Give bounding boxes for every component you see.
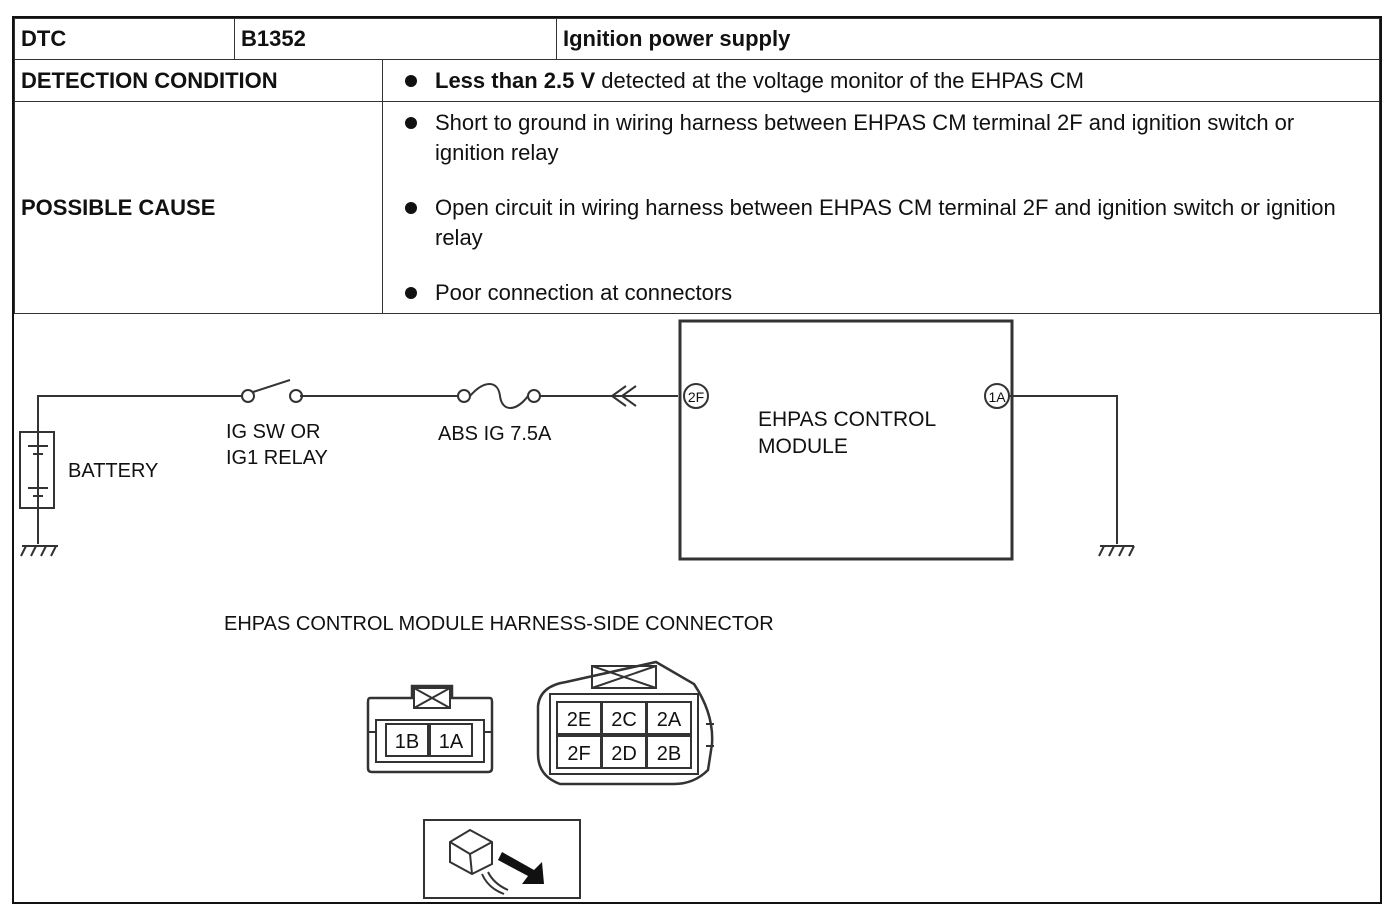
connector-2-body [549, 693, 699, 775]
switch-label-line2: IG1 RELAY [226, 447, 328, 469]
module-label-line2: MODULE [758, 435, 848, 458]
detection-row: DETECTION CONDITION Less than 2.5 V dete… [14, 59, 1380, 102]
cause-label: POSSIBLE CAUSE [14, 101, 383, 314]
conn1-pin-1b: 1B [395, 731, 419, 753]
ehpas-module-box [678, 319, 1014, 561]
detection-text: detected at the voltage monitor of the E… [595, 67, 1084, 93]
connector-chevron [610, 385, 627, 407]
connector-2-latch [591, 665, 657, 689]
conn2-pin-2b: 2B [657, 743, 681, 765]
dtc-description: Ignition power supply [556, 18, 1380, 60]
fuse-terminal [527, 389, 541, 403]
detection-label: DETECTION CONDITION [14, 59, 383, 102]
dtc-row: DTC B1352 Ignition power supply [14, 18, 1380, 60]
switch-contact [241, 389, 255, 403]
connector-chevron [620, 385, 637, 407]
cause-cell: Short to ground in wiring harness betwee… [382, 101, 1380, 314]
conn2-pin-2a: 2A [657, 709, 682, 731]
conn2-pin-2e: 2E [567, 709, 591, 731]
dtc-code: B1352 [234, 18, 557, 60]
fuse-terminal [457, 389, 471, 403]
detection-bold: Less than 2.5 V [435, 67, 596, 93]
connector-2-pin-cell [646, 701, 692, 735]
connector-1-latch [413, 687, 451, 709]
battery-label: BATTERY [68, 460, 158, 482]
connector-1-shell [366, 684, 494, 774]
switch-label-line1: IG SW OR [226, 421, 320, 443]
probe-inset-box [423, 819, 581, 899]
probe-connector [449, 828, 493, 876]
conn2-pin-2c: 2C [611, 709, 637, 731]
probe-arrow-icon [498, 852, 544, 884]
pin-2f-circle [683, 383, 709, 409]
connector-2-shell [536, 660, 714, 786]
cause-item: Short to ground in wiring harness betwee… [405, 108, 1343, 168]
battery-box [19, 431, 55, 509]
cause-item: Poor connection at connectors [405, 278, 1343, 308]
fuse-element [469, 383, 529, 409]
fuse-label: ABS IG 7.5A [438, 423, 552, 445]
wiring-diagram: BATTERY IG SW OR IG1 RELAY ABS IG 7.5A E… [19, 319, 1135, 899]
connector-1-pin-cell [385, 723, 429, 757]
cause-item: Open circuit in wiring harness between E… [405, 193, 1343, 253]
connector-2-pin-cell [646, 735, 692, 769]
conn2-pin-2f: 2F [567, 743, 590, 765]
module-label-line1: EHPAS CONTROL [758, 408, 936, 431]
connector-1-pin-cell [429, 723, 473, 757]
wire-battery [37, 395, 242, 544]
pin-1a-label: 1A [988, 389, 1006, 405]
dtc-table: DTC B1352 Ignition power supply DETECTIO… [14, 18, 1380, 314]
conn1-pin-1a: 1A [439, 731, 464, 753]
cause-row: POSSIBLE CAUSE Short to ground in wiring… [14, 101, 1380, 314]
switch-contact [289, 389, 303, 403]
detection-item: Less than 2.5 V detected at the voltage … [405, 66, 1373, 96]
connector-1-body [375, 719, 485, 763]
connector-title: EHPAS CONTROL MODULE HARNESS-SIDE CONNEC… [224, 613, 774, 635]
pin-2f-label: 2F [688, 389, 704, 405]
dtc-sheet: DTC B1352 Ignition power supply DETECTIO… [12, 16, 1382, 904]
wire-ground [1009, 395, 1118, 544]
dtc-label: DTC [14, 18, 235, 60]
detection-cell: Less than 2.5 V detected at the voltage … [382, 59, 1380, 102]
switch-arm [252, 379, 291, 393]
conn2-pin-2d: 2D [611, 743, 637, 765]
